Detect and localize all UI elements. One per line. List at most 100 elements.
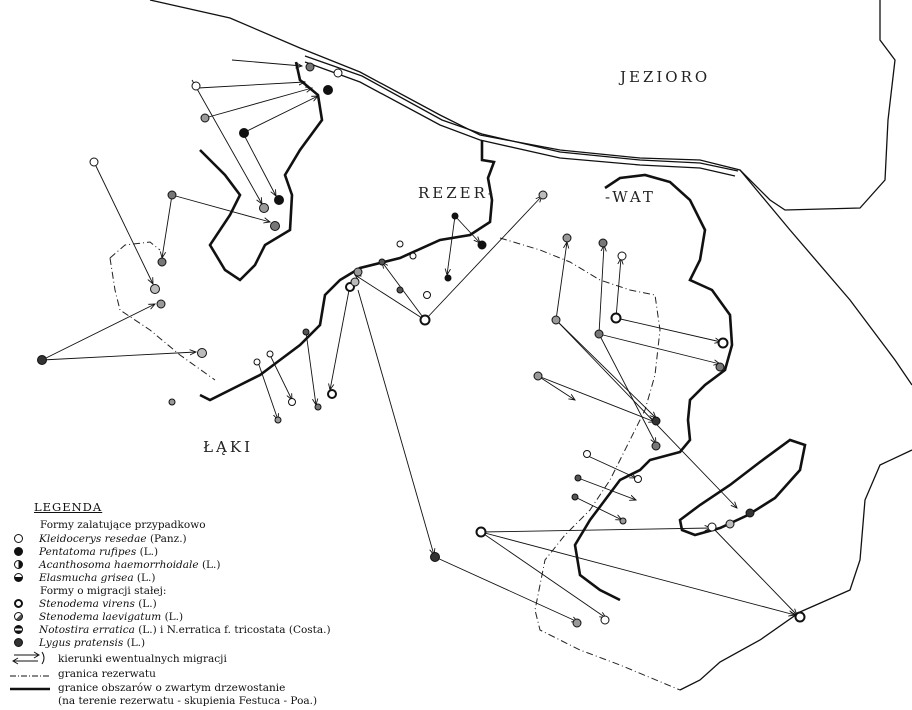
open-circle-icon xyxy=(14,534,23,543)
ring-circle-icon xyxy=(14,599,23,608)
legend-item-stenodema-laevigatum: Stenodema laevigatum (L.) xyxy=(14,611,183,624)
lake-shore-double xyxy=(304,61,736,177)
point-acanthosoma xyxy=(270,221,280,231)
point-elasmucha xyxy=(200,113,210,123)
legend-item-elasmucha: Elasmucha grisea (L.) xyxy=(14,572,155,585)
reserve-label-left: REZER- xyxy=(418,184,496,202)
point-kleidocerys xyxy=(707,522,717,532)
legend-item-pentatoma: Pentatoma rufipes (L.) xyxy=(14,546,158,559)
point-stenodema-laevigatum xyxy=(197,348,207,358)
point-pentatoma xyxy=(274,195,284,205)
legend-forest-border: granice obszarów o zwartym drzewostanie xyxy=(58,682,286,694)
point-elasmucha xyxy=(274,416,282,424)
lake-shore-double-2 xyxy=(304,55,739,172)
filled-circle-icon xyxy=(14,547,23,556)
point-stenodema-laevigatum xyxy=(538,190,548,200)
point-stenodema-virens xyxy=(794,611,806,623)
lake-shore-top xyxy=(149,0,896,211)
point-acanthosoma xyxy=(305,62,315,72)
forest-island xyxy=(678,438,807,537)
meadows-label: ŁĄKI xyxy=(203,438,253,456)
legend-group2-heading: Formy o migracji stałej: xyxy=(40,585,167,597)
banded-circle-icon xyxy=(14,625,23,634)
migration-arrows xyxy=(41,59,797,622)
point-acanthosoma xyxy=(715,362,725,372)
point-acanthosoma xyxy=(314,403,322,411)
point-lygus xyxy=(651,416,661,426)
point-pentatoma xyxy=(239,128,249,138)
quarter-circle-icon xyxy=(14,612,23,621)
point-stenodema-virens xyxy=(419,314,431,326)
point-acanthosoma xyxy=(167,190,177,200)
legend-reserve-border: granica rezerwatu xyxy=(58,668,156,680)
legend-arrows: kierunki ewentualnych migracji xyxy=(58,653,227,665)
point-stenodema-laevigatum xyxy=(150,284,160,294)
point-notostira xyxy=(378,258,386,266)
thick-line-icon xyxy=(10,687,50,691)
point-stenodema-virens xyxy=(610,312,622,324)
reserve-outer-right xyxy=(679,169,912,691)
point-stenodema-laevigatum xyxy=(350,277,360,287)
point-notostira xyxy=(574,474,582,482)
legend-item-lygus: Lygus pratensis (L.) xyxy=(14,637,145,650)
point-elasmucha xyxy=(551,315,561,325)
half-filled-circle-icon xyxy=(14,573,23,582)
point-elasmucha xyxy=(572,618,582,628)
point-elasmucha xyxy=(619,517,627,525)
point-kleidocerys xyxy=(253,358,261,366)
forest-boundary-right xyxy=(573,173,734,602)
point-elasmucha xyxy=(259,203,269,213)
point-kleidocerys xyxy=(333,68,343,78)
point-elasmucha xyxy=(156,299,166,309)
point-kleidocerys xyxy=(191,81,201,91)
point-pentatoma xyxy=(323,85,333,95)
point-acanthosoma xyxy=(651,441,661,451)
point-notostira xyxy=(302,328,310,336)
half-circle-icon xyxy=(14,560,23,569)
point-kleidocerys xyxy=(266,350,274,358)
point-kleidocerys xyxy=(409,252,417,260)
point-pentatoma xyxy=(477,240,487,250)
point-elasmucha xyxy=(353,267,363,277)
point-elasmucha xyxy=(562,233,572,243)
point-lygus xyxy=(37,355,47,365)
forest-boundary-reserve xyxy=(199,140,496,402)
point-acanthosoma xyxy=(598,238,608,248)
species-points xyxy=(37,62,806,628)
point-kleidocerys xyxy=(617,251,627,261)
legend-item-notostira: Notostira erratica (L.) i N.erratica f. … xyxy=(14,624,331,637)
point-pentatoma xyxy=(451,212,459,220)
point-stenodema-virens xyxy=(717,337,729,349)
point-acanthosoma xyxy=(594,329,604,339)
point-lygus xyxy=(430,552,440,562)
point-kleidocerys xyxy=(634,475,642,483)
forest-boundary-left xyxy=(199,61,324,282)
point-stenodema-virens xyxy=(475,526,487,538)
point-kleidocerys xyxy=(396,240,404,248)
point-acanthosoma xyxy=(157,257,167,267)
point-pentatoma xyxy=(444,274,452,282)
legend-group1-heading: Formy zalatujące przypadkowo xyxy=(40,519,206,531)
legend-item-acanthosoma: Acanthosoma haemorrhoidale (L.) xyxy=(14,559,220,572)
point-kleidocerys xyxy=(423,291,431,299)
point-lygus xyxy=(745,508,755,518)
legend-item-kleidocerys: Kleidocerys resedae (Panz.) xyxy=(14,533,187,546)
point-notostira xyxy=(571,493,579,501)
point-elasmucha xyxy=(168,398,176,406)
point-notostira xyxy=(396,286,404,294)
lake-label: JEZIORO xyxy=(618,68,710,86)
point-elasmucha xyxy=(533,371,543,381)
reserve-label-right: -WAT xyxy=(605,188,656,206)
reserve-border xyxy=(109,237,681,691)
point-kleidocerys xyxy=(600,615,610,625)
double-arrow-icon xyxy=(12,651,45,665)
legend-forest-note: (na terenie rezerwatu - skupienia Festuc… xyxy=(58,695,318,707)
point-stenodema-laevigatum xyxy=(725,519,735,529)
point-kleidocerys xyxy=(288,398,296,406)
legend-title: LEGENDA xyxy=(34,500,103,514)
point-kleidocerys xyxy=(583,450,591,458)
legend-item-stenodema-virens: Stenodema virens (L.) xyxy=(14,598,157,611)
point-stenodema-virens xyxy=(327,389,337,399)
point-kleidocerys xyxy=(89,157,99,167)
